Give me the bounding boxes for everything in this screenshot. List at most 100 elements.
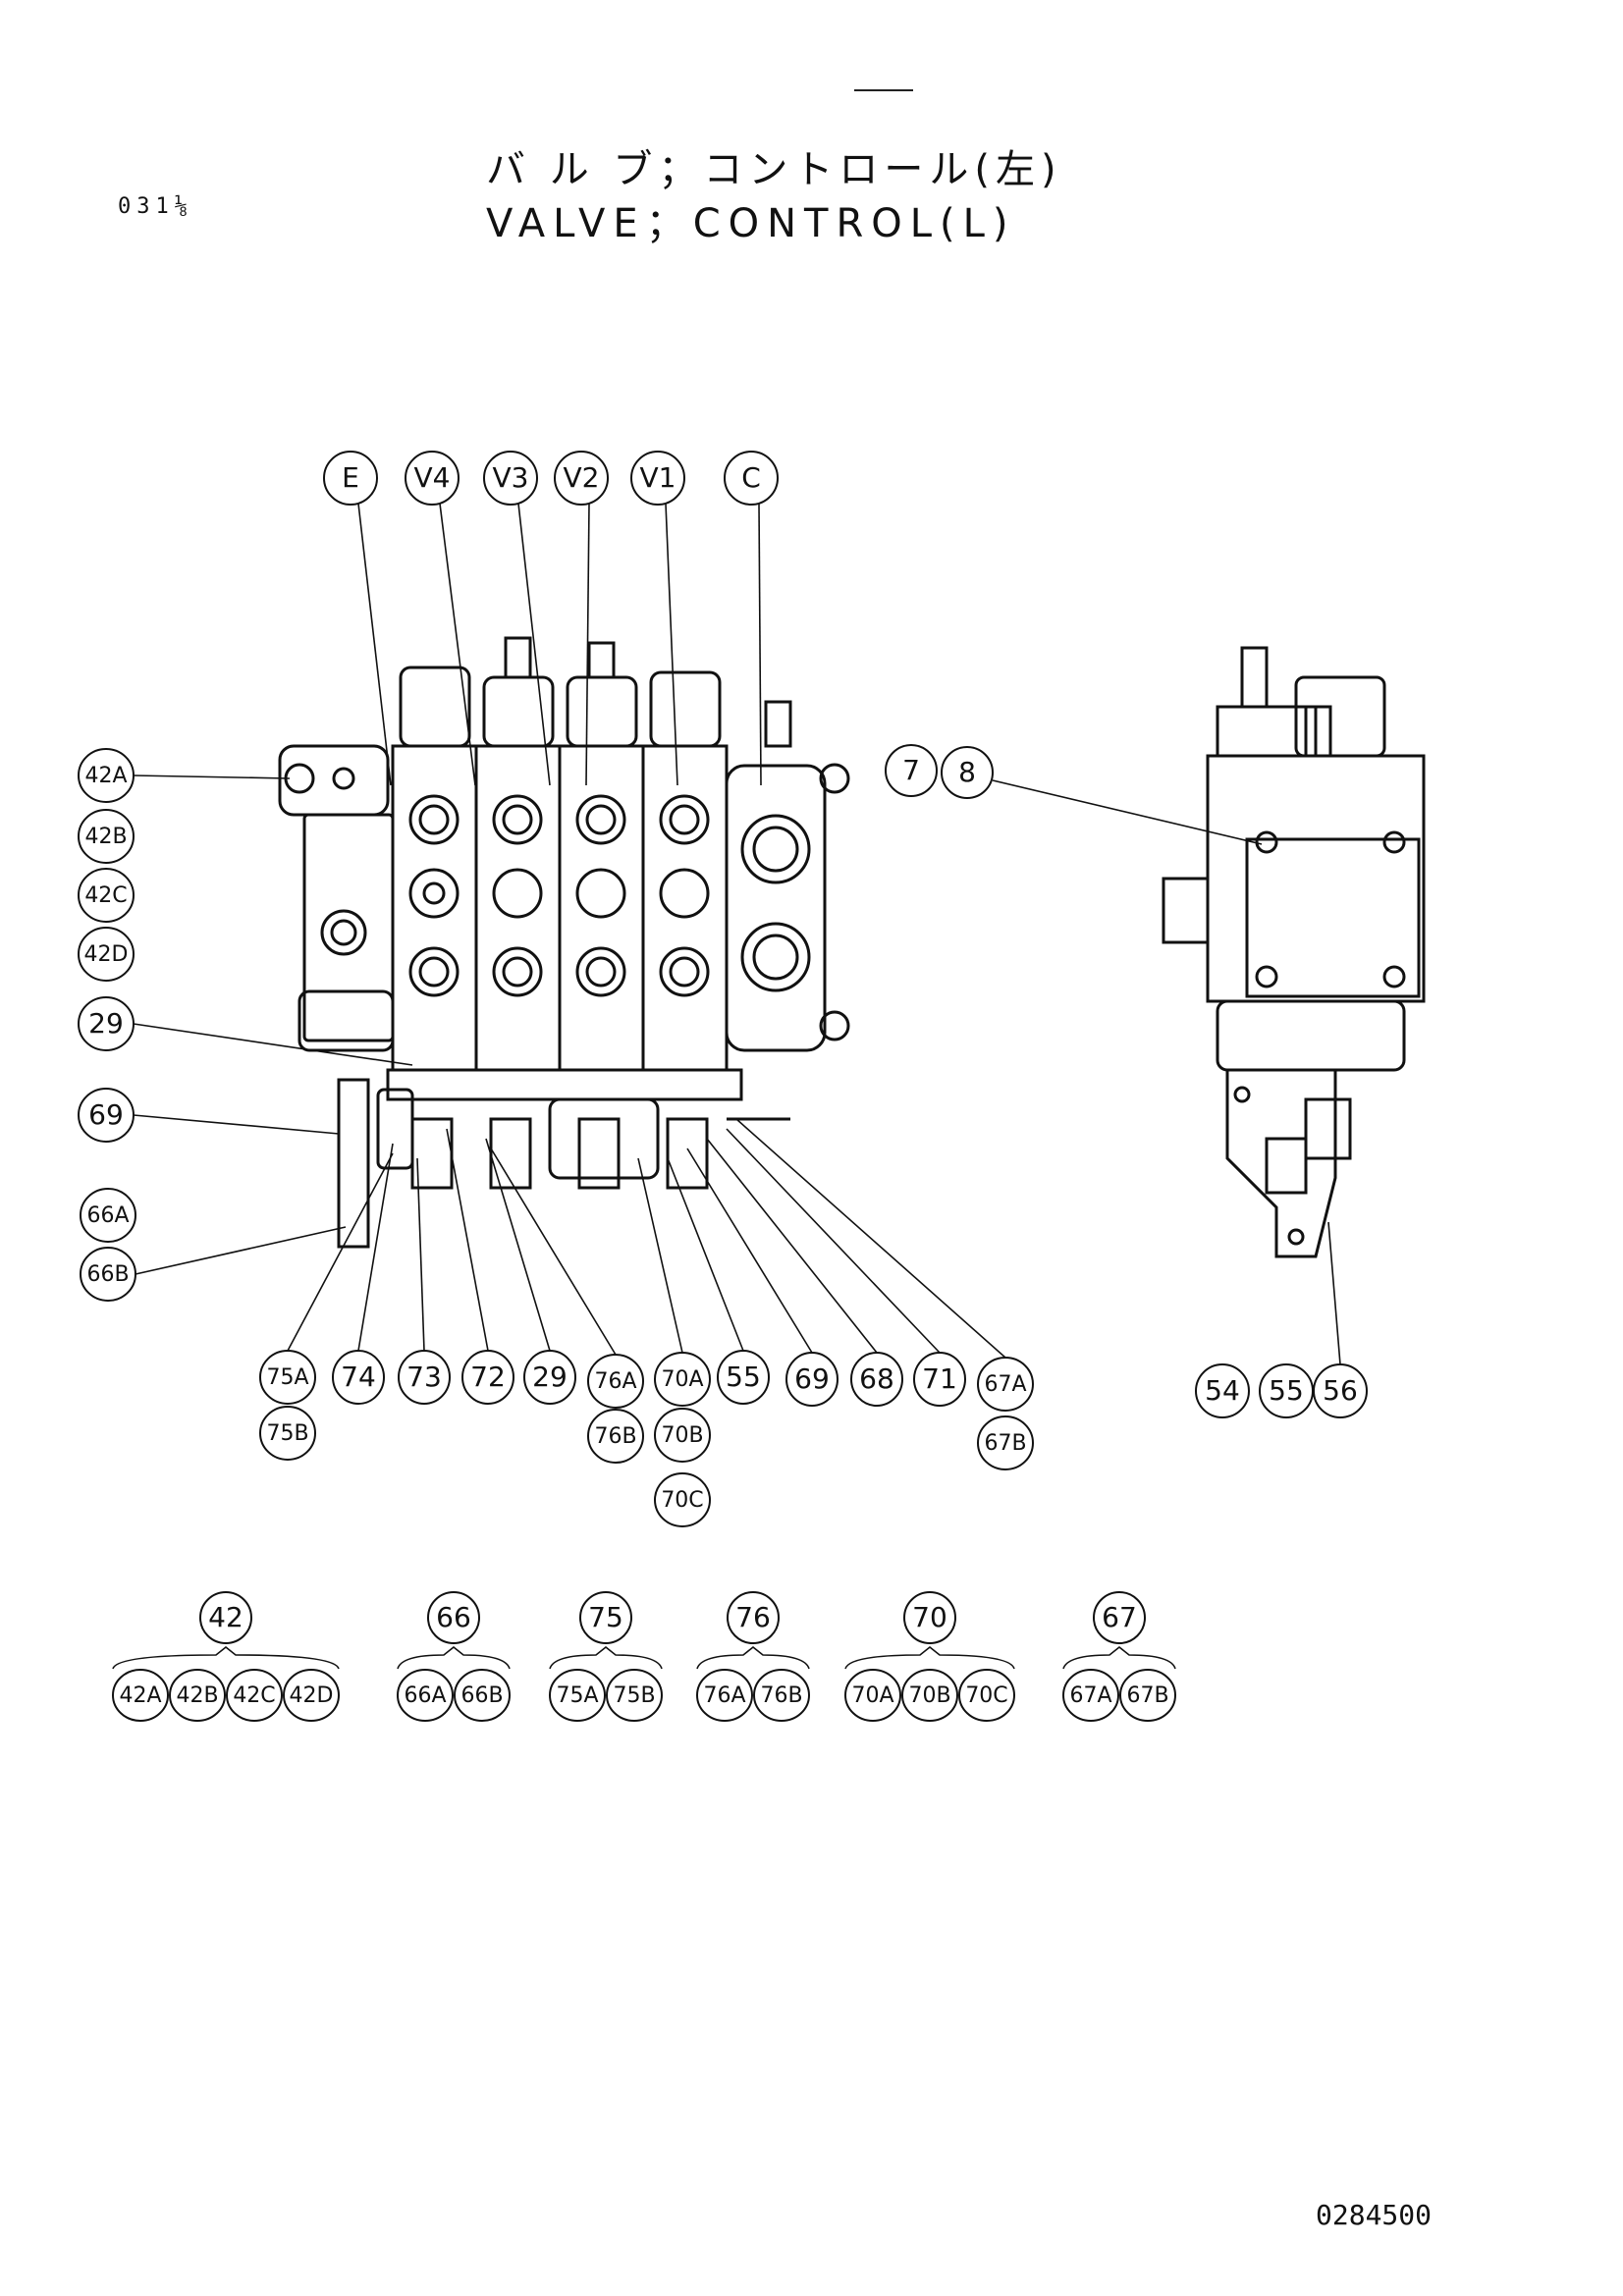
- bottom-callout-71: 71: [913, 1352, 966, 1407]
- left-callout-29: 29: [78, 996, 135, 1051]
- left-callout-29-label: 29: [88, 1007, 124, 1040]
- group-parent-42-label: 42: [208, 1601, 243, 1633]
- group-child-76b: 76B: [753, 1669, 810, 1722]
- group-parent-70-label: 70: [912, 1601, 947, 1633]
- bottom-callout-70a: 70A: [654, 1352, 711, 1407]
- leader-line: [133, 1114, 340, 1135]
- side-callout-54: 54: [1195, 1363, 1250, 1418]
- group-parent-42: 42: [199, 1591, 252, 1644]
- left-callout-42c: 42C: [78, 868, 135, 923]
- section-label-c-label: C: [741, 461, 761, 494]
- side-callout-56: 56: [1313, 1363, 1368, 1418]
- section-label-e-label: E: [342, 461, 359, 494]
- group-child-70b: 70B: [901, 1669, 958, 1722]
- bottom-callout-55: 55: [717, 1350, 770, 1405]
- bottom-callout-70a-label: 70A: [661, 1367, 703, 1392]
- bottom-callout-67a: 67A: [977, 1357, 1034, 1412]
- section-body-v3: [474, 744, 562, 1072]
- bottom-callout-75b-label: 75B: [266, 1421, 308, 1446]
- group-parent-67-label: 67: [1102, 1601, 1137, 1633]
- group-brace-75: [549, 1645, 663, 1670]
- group-child-67a-label: 67A: [1069, 1683, 1111, 1708]
- bottom-callout-76b-label: 76B: [594, 1424, 636, 1449]
- leader-line: [706, 1138, 878, 1354]
- leader-line: [485, 1138, 551, 1352]
- leader-line: [758, 503, 762, 786]
- group-child-75a-label: 75A: [556, 1683, 598, 1708]
- group-child-75b: 75B: [606, 1669, 663, 1722]
- group-child-42a-label: 42A: [119, 1683, 161, 1708]
- callout-8-label: 8: [958, 756, 976, 788]
- left-callout-42b: 42B: [78, 809, 135, 864]
- section-body-v2: [558, 744, 645, 1072]
- left-callout-42c-label: 42C: [84, 883, 127, 908]
- bottom-callout-73: 73: [398, 1350, 451, 1405]
- group-child-76a: 76A: [696, 1669, 753, 1722]
- group-child-66b-label: 66B: [460, 1683, 503, 1708]
- bottom-callout-76a: 76A: [587, 1354, 644, 1409]
- valve-artwork: [278, 636, 1426, 1258]
- group-child-42a: 42A: [112, 1669, 169, 1722]
- group-child-66a-label: 66A: [404, 1683, 446, 1708]
- leader-line: [517, 503, 551, 786]
- left-callout-42d: 42D: [78, 927, 135, 982]
- left-port: [320, 909, 367, 956]
- group-brace-42: [112, 1645, 340, 1670]
- leader-line: [637, 1157, 683, 1354]
- leader-line: [357, 503, 392, 786]
- section-body-v4: [391, 744, 478, 1072]
- callout-7: 7: [885, 744, 938, 797]
- callout-7-label: 7: [902, 754, 920, 786]
- side-callout-54-label: 54: [1205, 1374, 1240, 1407]
- group-parent-66-label: 66: [436, 1601, 471, 1633]
- group-child-42d: 42D: [283, 1669, 340, 1722]
- leader-line: [439, 503, 476, 786]
- leader-line: [667, 1157, 744, 1352]
- callout-8: 8: [941, 746, 994, 799]
- bottom-callout-72: 72: [461, 1350, 514, 1405]
- side-view-body: [1206, 754, 1426, 1003]
- side-view-cover: [1245, 837, 1421, 998]
- bottom-callout-67b-label: 67B: [984, 1431, 1026, 1456]
- left-callout-69-label: 69: [88, 1098, 124, 1131]
- group-75: 75 75A 75B: [549, 1591, 663, 1722]
- leader-line: [665, 503, 678, 786]
- side-callout-55-label: 55: [1269, 1374, 1304, 1407]
- bottom-callout-70c: 70C: [654, 1472, 711, 1527]
- leader-line: [490, 1148, 617, 1356]
- bottom-callout-29: 29: [523, 1350, 576, 1405]
- side-callout-56-label: 56: [1323, 1374, 1358, 1407]
- group-parent-70: 70: [903, 1591, 956, 1644]
- section-label-v4: V4: [405, 451, 460, 506]
- title-english: VALVE；CONTROL(L): [486, 201, 1016, 246]
- leader-line: [735, 1118, 1006, 1359]
- bottom-callout-74-label: 74: [341, 1361, 376, 1393]
- section-label-c: C: [724, 451, 779, 506]
- leader-line: [1327, 1221, 1341, 1365]
- mount-bracket: [337, 1078, 370, 1249]
- group-child-70c-label: 70C: [965, 1683, 1007, 1708]
- leader-lines: [133, 503, 1341, 1365]
- group-child-42b-label: 42B: [176, 1683, 218, 1708]
- left-callout-66b: 66B: [80, 1247, 136, 1302]
- title-japanese: バ ル ブ；コントロール(左): [486, 147, 1062, 192]
- leader-line: [357, 1143, 394, 1352]
- bottom-callout-76b: 76B: [587, 1409, 644, 1464]
- group-parent-75: 75: [579, 1591, 632, 1644]
- bottom-callout-67b: 67B: [977, 1415, 1034, 1470]
- group-child-67a: 67A: [1062, 1669, 1119, 1722]
- section-label-e: E: [323, 451, 378, 506]
- left-callout-42b-label: 42B: [84, 825, 127, 849]
- bottom-callout-70b: 70B: [654, 1408, 711, 1463]
- group-parent-66: 66: [427, 1591, 480, 1644]
- group-parent-76-label: 76: [735, 1601, 771, 1633]
- leader-line: [726, 1128, 941, 1354]
- group-child-42c: 42C: [226, 1669, 283, 1722]
- group-child-42b: 42B: [169, 1669, 226, 1722]
- section-body-c: [725, 764, 827, 1052]
